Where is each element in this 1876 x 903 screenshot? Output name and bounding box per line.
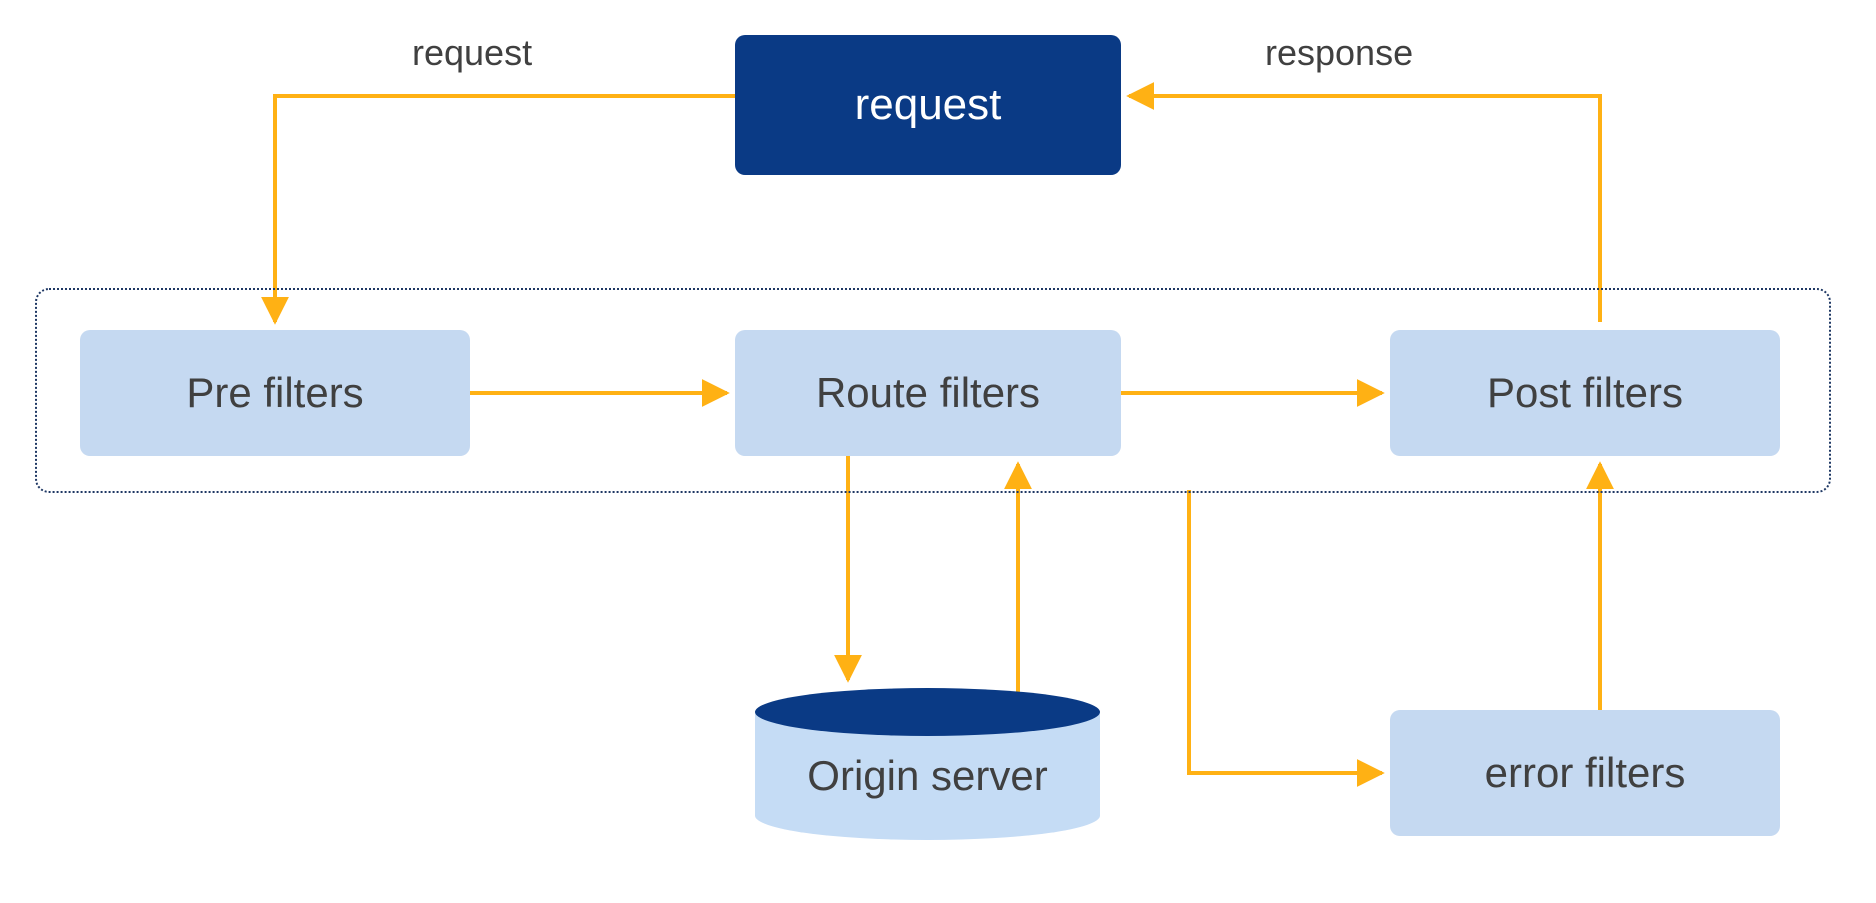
edge-label-response: response [1265, 32, 1414, 73]
node-origin-server[interactable]: Origin server [755, 688, 1100, 863]
node-origin-server-label: Origin server [807, 752, 1048, 799]
node-post-filters-label: Post filters [1486, 368, 1684, 416]
node-request[interactable]: request [735, 35, 1121, 175]
node-post-filters[interactable]: Post filters [1390, 330, 1780, 456]
node-request-label: request [854, 79, 1002, 129]
filter-zone-boundary [35, 288, 1831, 493]
node-error-filters[interactable]: error filters [1390, 710, 1780, 836]
edge-label-request: request [412, 32, 533, 73]
node-route-filters-label: Route filters [815, 368, 1041, 416]
edge-route-to-error [1187, 490, 1385, 787]
node-pre-filters-label: Pre filters [186, 368, 364, 416]
node-error-filters-label: error filters [1484, 748, 1686, 796]
cylinder-top-ellipse [755, 688, 1100, 736]
node-pre-filters[interactable]: Pre filters [80, 330, 470, 456]
node-route-filters[interactable]: Route filters [735, 330, 1121, 456]
